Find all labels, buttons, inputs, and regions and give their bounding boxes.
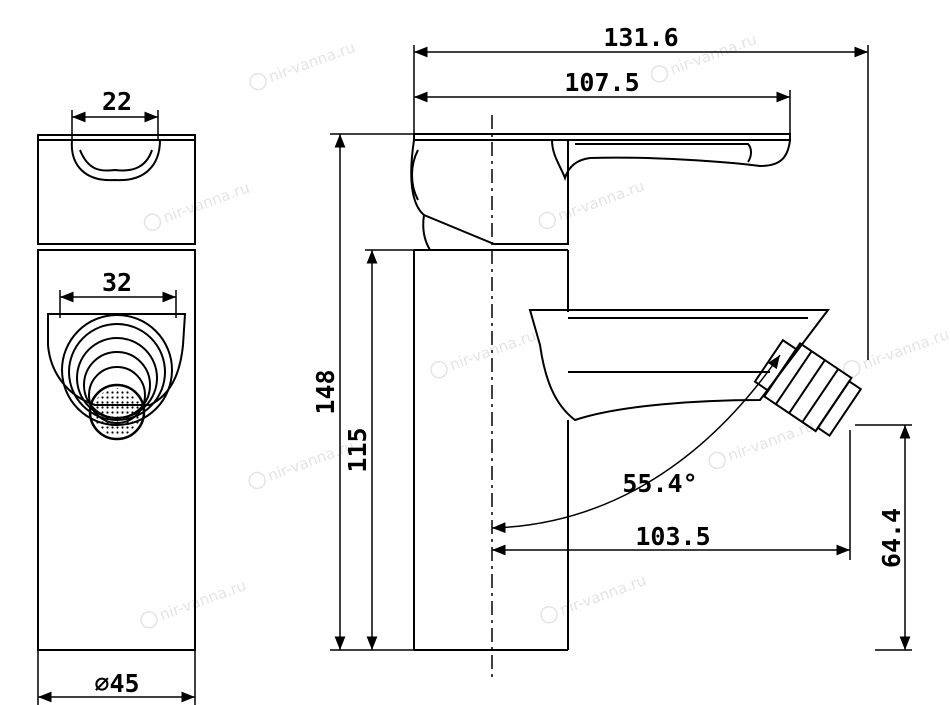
watermark-text: nir-vanna.ru (266, 38, 357, 86)
dim-spout-reach: 103.5 (635, 522, 710, 551)
watermark-text: nir-vanna.ru (447, 326, 538, 374)
dim-spout-angle: 55.4° (622, 469, 697, 498)
watermark-layer: nir-vanna.ru nir-vanna.ru nir-vanna.ru n… (140, 30, 950, 629)
dim-overall-height: 148 (311, 369, 340, 414)
watermark-text: nir-vanna.ru (157, 576, 248, 624)
watermark-text: nir-vanna.ru (668, 30, 759, 78)
dim-overall-length: 131.6 (603, 23, 678, 52)
side-cartridge (410, 139, 569, 245)
watermark-text: nir-vanna.ru (557, 571, 648, 619)
dim-handle-width: 22 (102, 87, 132, 116)
side-dimensions (330, 45, 912, 651)
front-body (37, 249, 196, 651)
front-handle-block (37, 134, 196, 245)
watermark-text: nir-vanna.ru (725, 417, 816, 465)
watermark-text: nir-vanna.ru (555, 177, 646, 225)
side-handle-lever (550, 139, 792, 182)
side-spout (528, 309, 831, 422)
front-dimensions (37, 110, 196, 705)
dim-nozzle-width: 32 (102, 268, 132, 297)
dim-body-height: 115 (343, 427, 372, 472)
front-handle-grip (70, 139, 161, 182)
dim-body-diameter: ⌀45 (94, 669, 139, 698)
watermark-text: nir-vanna.ru (860, 325, 950, 373)
dim-handle-length: 107.5 (564, 68, 639, 97)
nozzle-mesh (93, 388, 141, 436)
watermark-text: nir-vanna.ru (161, 179, 252, 227)
front-view (37, 134, 196, 651)
dim-spout-height: 64.4 (877, 508, 906, 568)
side-view (410, 115, 863, 680)
